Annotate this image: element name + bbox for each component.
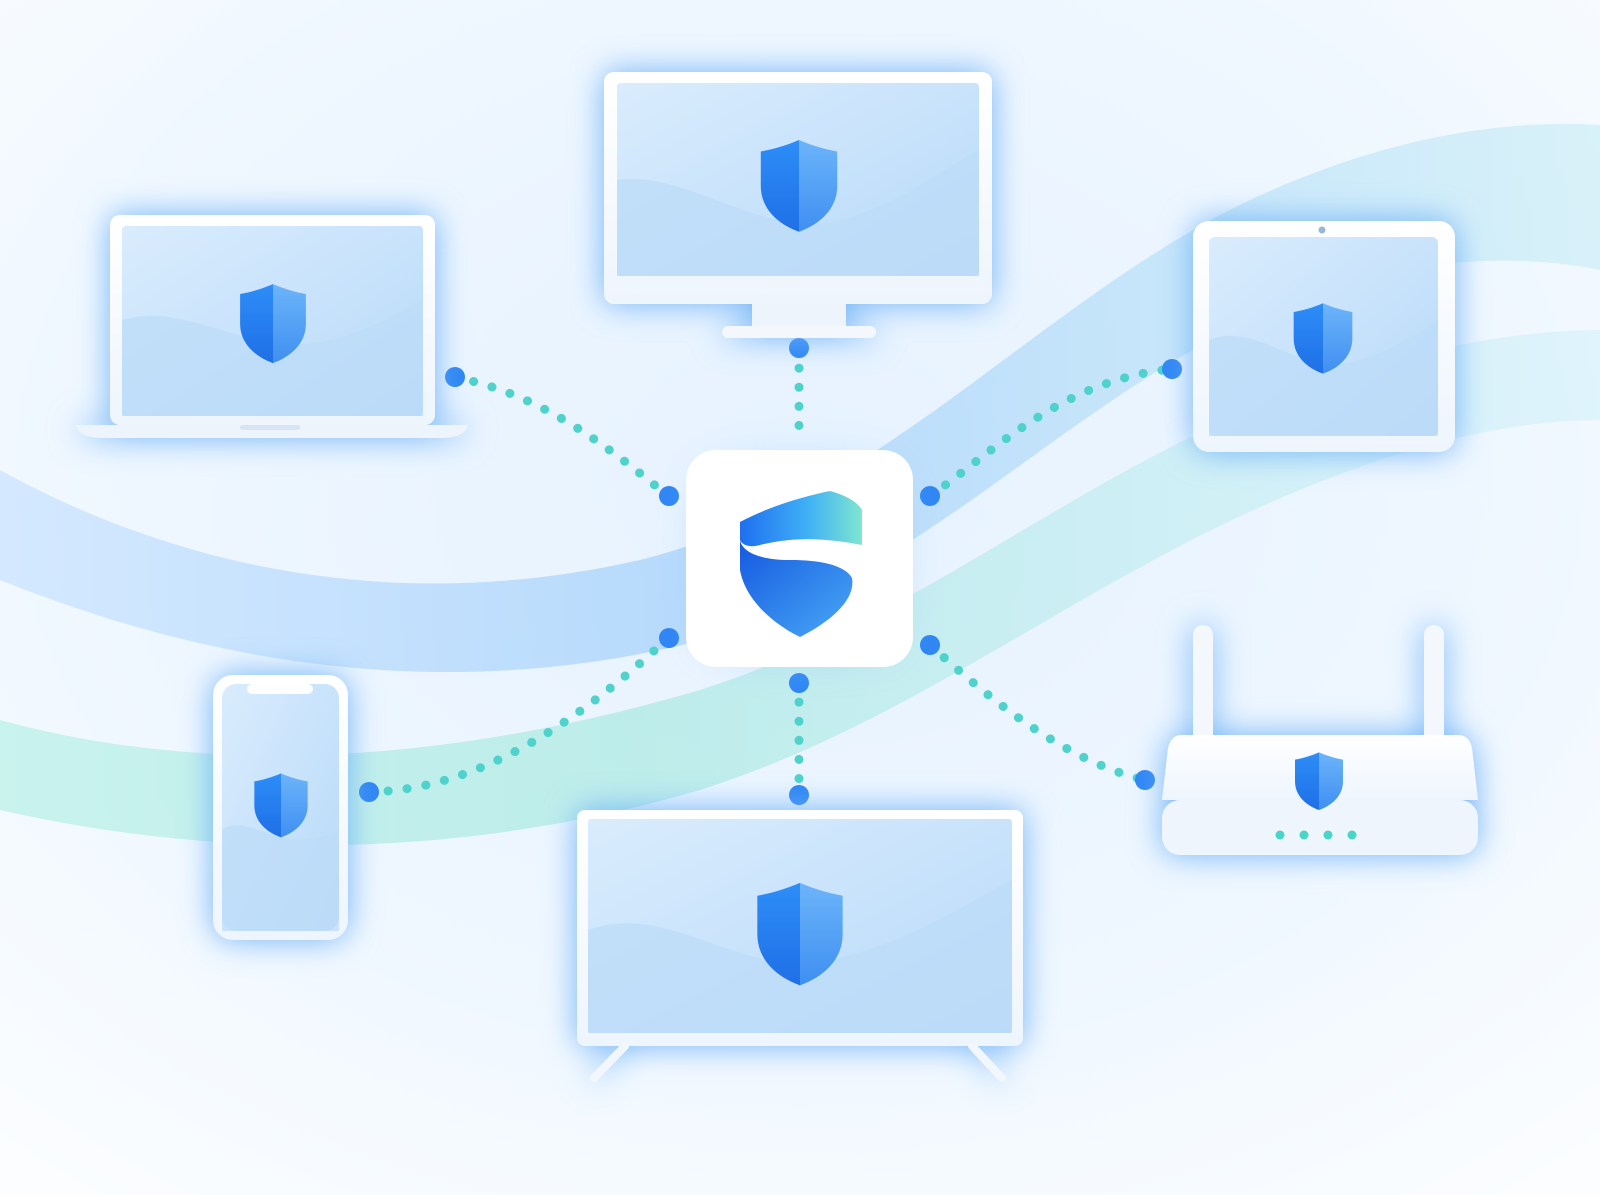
tv-device [577,810,1023,1082]
connector-laptop [450,372,673,501]
router-status-lights [1275,830,1357,840]
phone-device [213,675,348,940]
laptop-device [76,215,468,438]
brand-shield-logo-icon [740,491,862,637]
tablet-device [1193,221,1455,452]
central-hub [686,450,913,667]
router-device [1162,625,1478,855]
connector-lines [364,344,1177,800]
connector-endpoints [359,338,1182,805]
monitor-device [604,72,992,338]
